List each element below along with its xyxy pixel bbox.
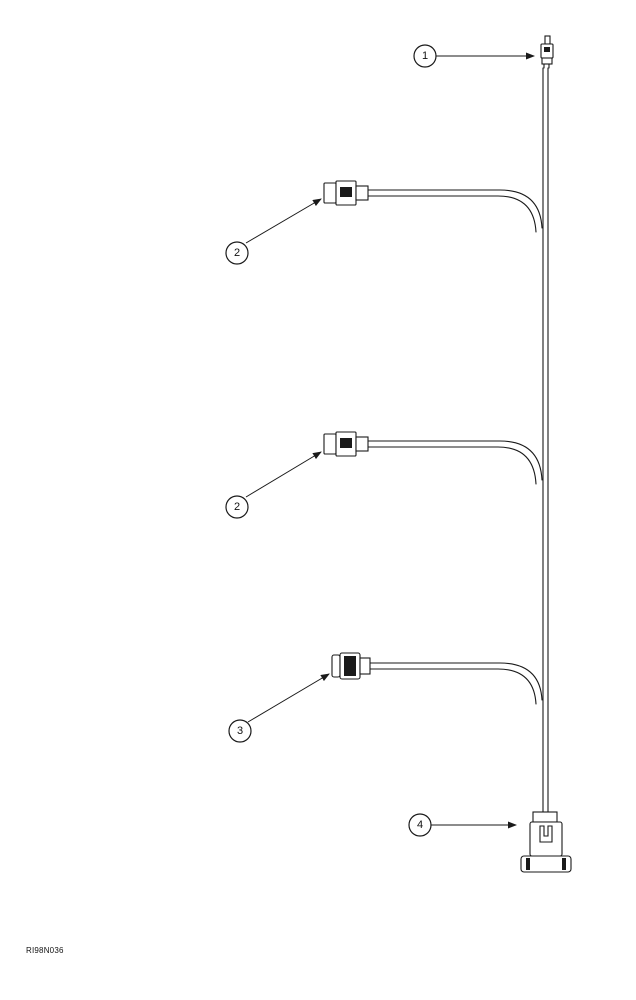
callout-2-middle: 2 bbox=[225, 451, 322, 519]
callout-1-label: 1 bbox=[422, 50, 428, 62]
callout-2-upper-label: 2 bbox=[234, 247, 240, 259]
connector-4-bottom bbox=[520, 811, 572, 873]
callout-3: 3 bbox=[228, 673, 330, 743]
callout-4: 4 bbox=[408, 813, 517, 837]
connector-3-round bbox=[331, 652, 371, 680]
branch-wire-lower bbox=[369, 662, 543, 705]
figure-id: RI98N036 bbox=[26, 946, 64, 955]
branch-wire-middle bbox=[367, 440, 543, 485]
main-trunk-wire bbox=[542, 67, 549, 813]
callout-2-middle-label: 2 bbox=[234, 501, 240, 513]
callout-1: 1 bbox=[413, 44, 535, 68]
callout-2-upper: 2 bbox=[225, 198, 322, 265]
connector-1-top bbox=[540, 35, 554, 69]
connector-2-middle bbox=[323, 431, 369, 457]
connector-2-upper bbox=[323, 180, 369, 206]
callout-4-label: 4 bbox=[417, 819, 423, 831]
callout-3-label: 3 bbox=[237, 725, 243, 737]
branch-wire-upper bbox=[367, 189, 543, 233]
